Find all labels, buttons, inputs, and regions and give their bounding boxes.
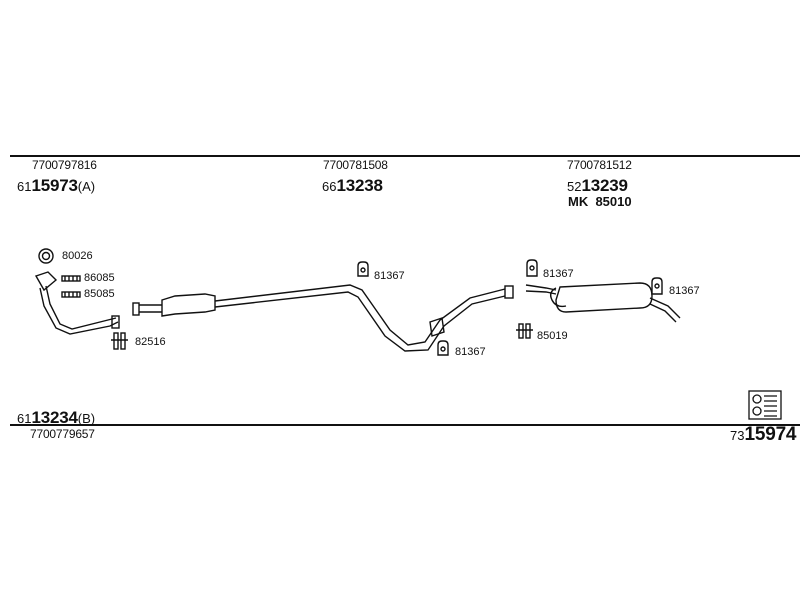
hanger-icon xyxy=(437,340,449,356)
oe-number-rear-muffler: 7700781512 xyxy=(567,158,632,172)
oe-number-front-pipe: 7700797816 xyxy=(32,158,97,172)
pn-suffix: (A) xyxy=(77,179,96,194)
hanger-label-3: 81367 xyxy=(543,268,574,280)
rear-clamp-icon xyxy=(516,323,533,339)
gasket-icon xyxy=(38,248,54,264)
pn-main: 13239 xyxy=(581,176,628,195)
front-pipe-drawing xyxy=(34,271,120,335)
hanger-label-1: 81367 xyxy=(374,270,405,282)
muffler-doc-icon xyxy=(748,390,782,420)
part-number-middle-pipe: 6613238 xyxy=(322,176,383,196)
clamp-icon xyxy=(61,291,81,298)
hanger-label-4: 81367 xyxy=(669,285,700,297)
oe-number-middle-pipe: 7700781508 xyxy=(323,158,388,172)
pn-prefix: 61 xyxy=(17,179,32,194)
pn-suffix: (B) xyxy=(77,411,96,426)
top-separator-line xyxy=(10,155,800,157)
mounting-kit-number: MK 85010 xyxy=(568,194,632,209)
gasket-label: 80026 xyxy=(62,250,93,262)
hanger-icon xyxy=(357,261,369,277)
pn-main: 15974 xyxy=(744,424,797,445)
part-number-front-pipe: 6115973(A) xyxy=(17,176,95,196)
bolt-kit-label: 82516 xyxy=(135,336,166,348)
part-number-catalytic: 6113234(B) xyxy=(17,408,95,428)
clamp-icon xyxy=(61,275,81,282)
hanger-icon xyxy=(526,259,538,277)
pn-main: 13234 xyxy=(31,408,78,427)
rear-clamp-label: 85019 xyxy=(537,330,568,342)
pn-main: 15973 xyxy=(31,176,78,195)
hanger-label-2: 81367 xyxy=(455,346,486,358)
pn-prefix: 61 xyxy=(17,411,32,426)
pn-prefix: 73 xyxy=(730,428,745,443)
pn-prefix: 66 xyxy=(322,179,337,194)
hanger-icon xyxy=(651,277,663,295)
part-number-complete-system: 7315974 xyxy=(730,424,797,446)
rear-muffler-drawing xyxy=(525,282,681,323)
bolt-kit-icon xyxy=(111,332,128,350)
pn-prefix: 52 xyxy=(567,179,582,194)
middle-pipe-drawing xyxy=(132,284,514,352)
clamp-a-label: 86085 xyxy=(84,272,115,284)
oe-number-catalytic: 7700779657 xyxy=(30,427,95,441)
part-number-rear-muffler: 5213239 xyxy=(567,176,628,196)
pn-main: 13238 xyxy=(336,176,383,195)
bottom-separator-line xyxy=(10,424,800,426)
clamp-b-label: 85085 xyxy=(84,288,115,300)
